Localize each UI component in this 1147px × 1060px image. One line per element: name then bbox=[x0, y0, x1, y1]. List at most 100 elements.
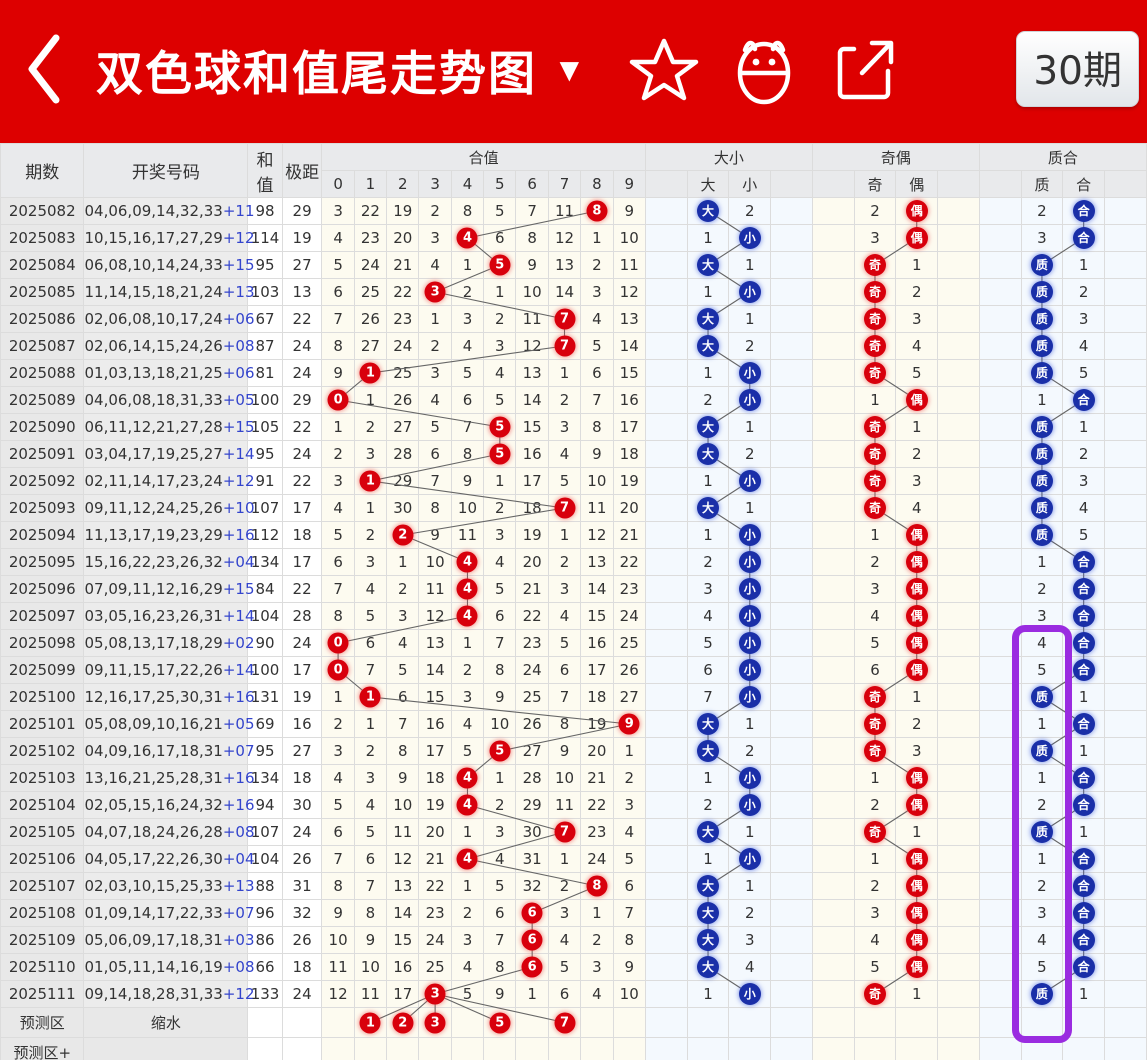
prediction-row[interactable]: 预测区+ bbox=[1, 1038, 1147, 1060]
prediction-ball[interactable]: 7 bbox=[554, 1012, 575, 1033]
cell-he-9: 3 bbox=[613, 792, 645, 819]
prediction-he-1[interactable] bbox=[354, 1038, 386, 1060]
sub-header-0-5[interactable]: 5 bbox=[484, 171, 516, 198]
prediction-he-3[interactable] bbox=[419, 1038, 451, 1060]
prediction-he-4[interactable] bbox=[451, 1008, 483, 1038]
prediction-he-5[interactable]: 5 bbox=[484, 1008, 516, 1038]
sub-header-2-2[interactable]: 偶 bbox=[896, 171, 938, 198]
sub-header-0-4[interactable]: 4 bbox=[451, 171, 483, 198]
sub-header-2-0[interactable] bbox=[812, 171, 854, 198]
prediction-he-8[interactable] bbox=[581, 1008, 613, 1038]
sub-header-3-3[interactable] bbox=[1105, 171, 1147, 198]
sub-header-1-2[interactable]: 小 bbox=[729, 171, 771, 198]
prediction-he-6[interactable] bbox=[516, 1008, 548, 1038]
prediction-he-1[interactable]: 1 bbox=[354, 1008, 386, 1038]
cell-he-2: 11 bbox=[387, 819, 419, 846]
cell-zh-1: 质 bbox=[1021, 252, 1063, 279]
sub-header-1-3[interactable] bbox=[771, 171, 813, 198]
sub-header-3-1[interactable]: 质 bbox=[1021, 171, 1063, 198]
cell-numbers: 12,16,17,25,30,31+16 bbox=[84, 684, 248, 711]
robot-icon[interactable] bbox=[728, 33, 800, 105]
cell-he-0: 11 bbox=[322, 954, 354, 981]
sub-header-0-2[interactable]: 2 bbox=[387, 171, 419, 198]
prediction-he-9[interactable] bbox=[613, 1038, 645, 1060]
period-selector-badge[interactable]: 30期 bbox=[1016, 31, 1139, 107]
prediction-ball[interactable]: 3 bbox=[425, 1012, 446, 1033]
sub-header-0-8[interactable]: 8 bbox=[581, 171, 613, 198]
prediction-he-7[interactable] bbox=[548, 1038, 580, 1060]
sub-header-0-9[interactable]: 9 bbox=[613, 171, 645, 198]
prediction-he-5[interactable] bbox=[484, 1038, 516, 1060]
sub-header-3-0[interactable] bbox=[979, 171, 1021, 198]
sub-header-1-1[interactable]: 大 bbox=[687, 171, 729, 198]
prediction-he-6[interactable] bbox=[516, 1038, 548, 1060]
prediction-ball[interactable]: 5 bbox=[489, 1012, 510, 1033]
back-button[interactable] bbox=[14, 29, 74, 109]
prediction-he-2[interactable]: 2 bbox=[387, 1008, 419, 1038]
prediction-he-2[interactable] bbox=[387, 1038, 419, 1060]
shrink-link[interactable]: 缩水 bbox=[84, 1008, 248, 1038]
prediction-ball[interactable]: 2 bbox=[392, 1012, 413, 1033]
cell-he-5: 1 bbox=[484, 468, 516, 495]
cell-he-9: 11 bbox=[613, 252, 645, 279]
prediction-he-8[interactable] bbox=[581, 1038, 613, 1060]
cell-he-6: 11 bbox=[516, 306, 548, 333]
chevron-down-icon[interactable]: ▼ bbox=[553, 53, 586, 86]
he-ball: 4 bbox=[457, 606, 478, 627]
prediction-he-0[interactable] bbox=[322, 1038, 354, 1060]
sub-header-0-0[interactable]: 0 bbox=[322, 171, 354, 198]
sub-header-0-6[interactable]: 6 bbox=[516, 171, 548, 198]
cell-span: 22 bbox=[282, 306, 322, 333]
prediction-ball[interactable]: 1 bbox=[360, 1012, 381, 1033]
shrink-link[interactable] bbox=[84, 1038, 248, 1060]
sub-header-0-1[interactable]: 1 bbox=[354, 171, 386, 198]
prediction-he-3[interactable]: 3 bbox=[419, 1008, 451, 1038]
sub-header-0-3[interactable]: 3 bbox=[419, 171, 451, 198]
prediction-he-4[interactable] bbox=[451, 1038, 483, 1060]
sub-header-2-1[interactable]: 奇 bbox=[854, 171, 896, 198]
prediction-he-9[interactable] bbox=[613, 1008, 645, 1038]
share-icon[interactable] bbox=[828, 33, 900, 105]
prediction-he-0[interactable] bbox=[322, 1008, 354, 1038]
sub-header-0-7[interactable]: 7 bbox=[548, 171, 580, 198]
sub-header-1-0[interactable] bbox=[645, 171, 687, 198]
sub-header-2-3[interactable] bbox=[938, 171, 980, 198]
star-icon[interactable] bbox=[628, 33, 700, 105]
cell-he-5: 1 bbox=[484, 279, 516, 306]
prediction-he-7[interactable]: 7 bbox=[548, 1008, 580, 1038]
sub-header-3-2[interactable]: 合 bbox=[1063, 171, 1105, 198]
cell-he-0: 9 bbox=[322, 360, 354, 387]
